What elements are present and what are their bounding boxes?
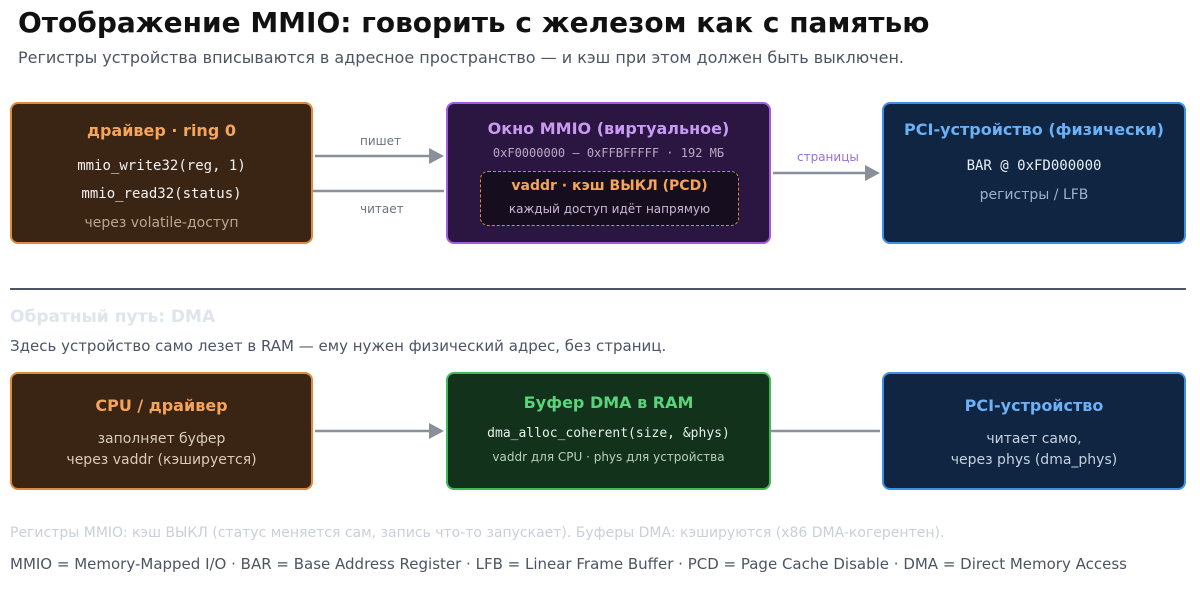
driver-box: драйвер · ring 0 mmio_write32(reg, 1) mm… bbox=[10, 102, 313, 244]
page-title: Отображение MMIO: говорить с железом как… bbox=[18, 6, 930, 39]
section-divider bbox=[10, 288, 1186, 290]
dma-alloc-call: dma_alloc_coherent(size, &phys) bbox=[487, 426, 730, 441]
pci-registers-note: регистры / LFB bbox=[979, 187, 1089, 203]
mmio-window-title: Окно MMIO (виртуальное) bbox=[487, 119, 730, 138]
cpu-driver-title: CPU / драйвер bbox=[95, 396, 228, 415]
pci-device-dma-title: PCI-устройство bbox=[964, 396, 1104, 415]
dma-section-title: Обратный путь: DMA bbox=[10, 307, 216, 327]
edge-label-writes: пишет bbox=[360, 134, 401, 148]
mmio-address-range: 0xF0000000 – 0xFFBFFFFF · 192 МБ bbox=[492, 146, 725, 160]
mmio-vaddr-region: vaddr · кэш ВЫКЛ (PCD) каждый доступ идё… bbox=[480, 171, 739, 226]
dma-buffer-box: Буфер DMA в RAM dma_alloc_coherent(size,… bbox=[446, 372, 771, 490]
pci-device-physical-box: PCI-устройство (физически) BAR @ 0xFD000… bbox=[882, 102, 1186, 244]
driver-write-call: mmio_write32(reg, 1) bbox=[77, 158, 246, 174]
arrow-cpu-to-dma-head bbox=[429, 423, 444, 439]
arrow-pages-head bbox=[865, 165, 880, 181]
footer-note: Регистры MMIO: кэш ВЫКЛ (статус меняется… bbox=[10, 525, 945, 541]
edge-label-pages: страницы bbox=[797, 150, 859, 164]
mmio-vaddr-title: vaddr · кэш ВЫКЛ (PCD) bbox=[511, 178, 708, 194]
pci-device-physical-title: PCI-устройство (физически) bbox=[904, 120, 1164, 139]
driver-title: драйвер · ring 0 bbox=[87, 121, 236, 140]
cpu-driver-line2: через vaddr (кэшируется) bbox=[66, 452, 257, 468]
dma-buffer-note: vaddr для CPU · phys для устройства bbox=[492, 450, 725, 464]
cpu-driver-line1: заполняет буфер bbox=[97, 431, 226, 447]
pci-device-dma-line2: через phys (dma_phys) bbox=[950, 452, 1118, 468]
dma-section-subtitle: Здесь устройство само лезет в RAM — ему … bbox=[10, 337, 667, 355]
footer-legend: MMIO = Memory-Mapped I/O · BAR = Base Ad… bbox=[10, 555, 1127, 573]
cpu-driver-box: CPU / драйвер заполняет буфер через vadd… bbox=[10, 372, 313, 490]
dma-buffer-title: Буфер DMA в RAM bbox=[523, 393, 694, 412]
driver-read-call: mmio_read32(status) bbox=[81, 186, 242, 202]
arrow-writes-head bbox=[429, 148, 444, 164]
driver-note: через volatile-доступ bbox=[84, 215, 239, 231]
page-subtitle: Регистры устройства вписываются в адресн… bbox=[18, 48, 905, 67]
pci-bar-address: BAR @ 0xFD000000 bbox=[966, 158, 1102, 174]
mmio-vaddr-note: каждый доступ идёт напрямую bbox=[508, 202, 711, 216]
edge-label-reads: читает bbox=[360, 202, 404, 216]
pci-device-dma-box: PCI-устройство читает само, через phys (… bbox=[882, 372, 1186, 490]
pci-device-dma-line1: читает само, bbox=[986, 431, 1082, 447]
mmio-window-box: Окно MMIO (виртуальное) 0xF0000000 – 0xF… bbox=[446, 102, 771, 244]
